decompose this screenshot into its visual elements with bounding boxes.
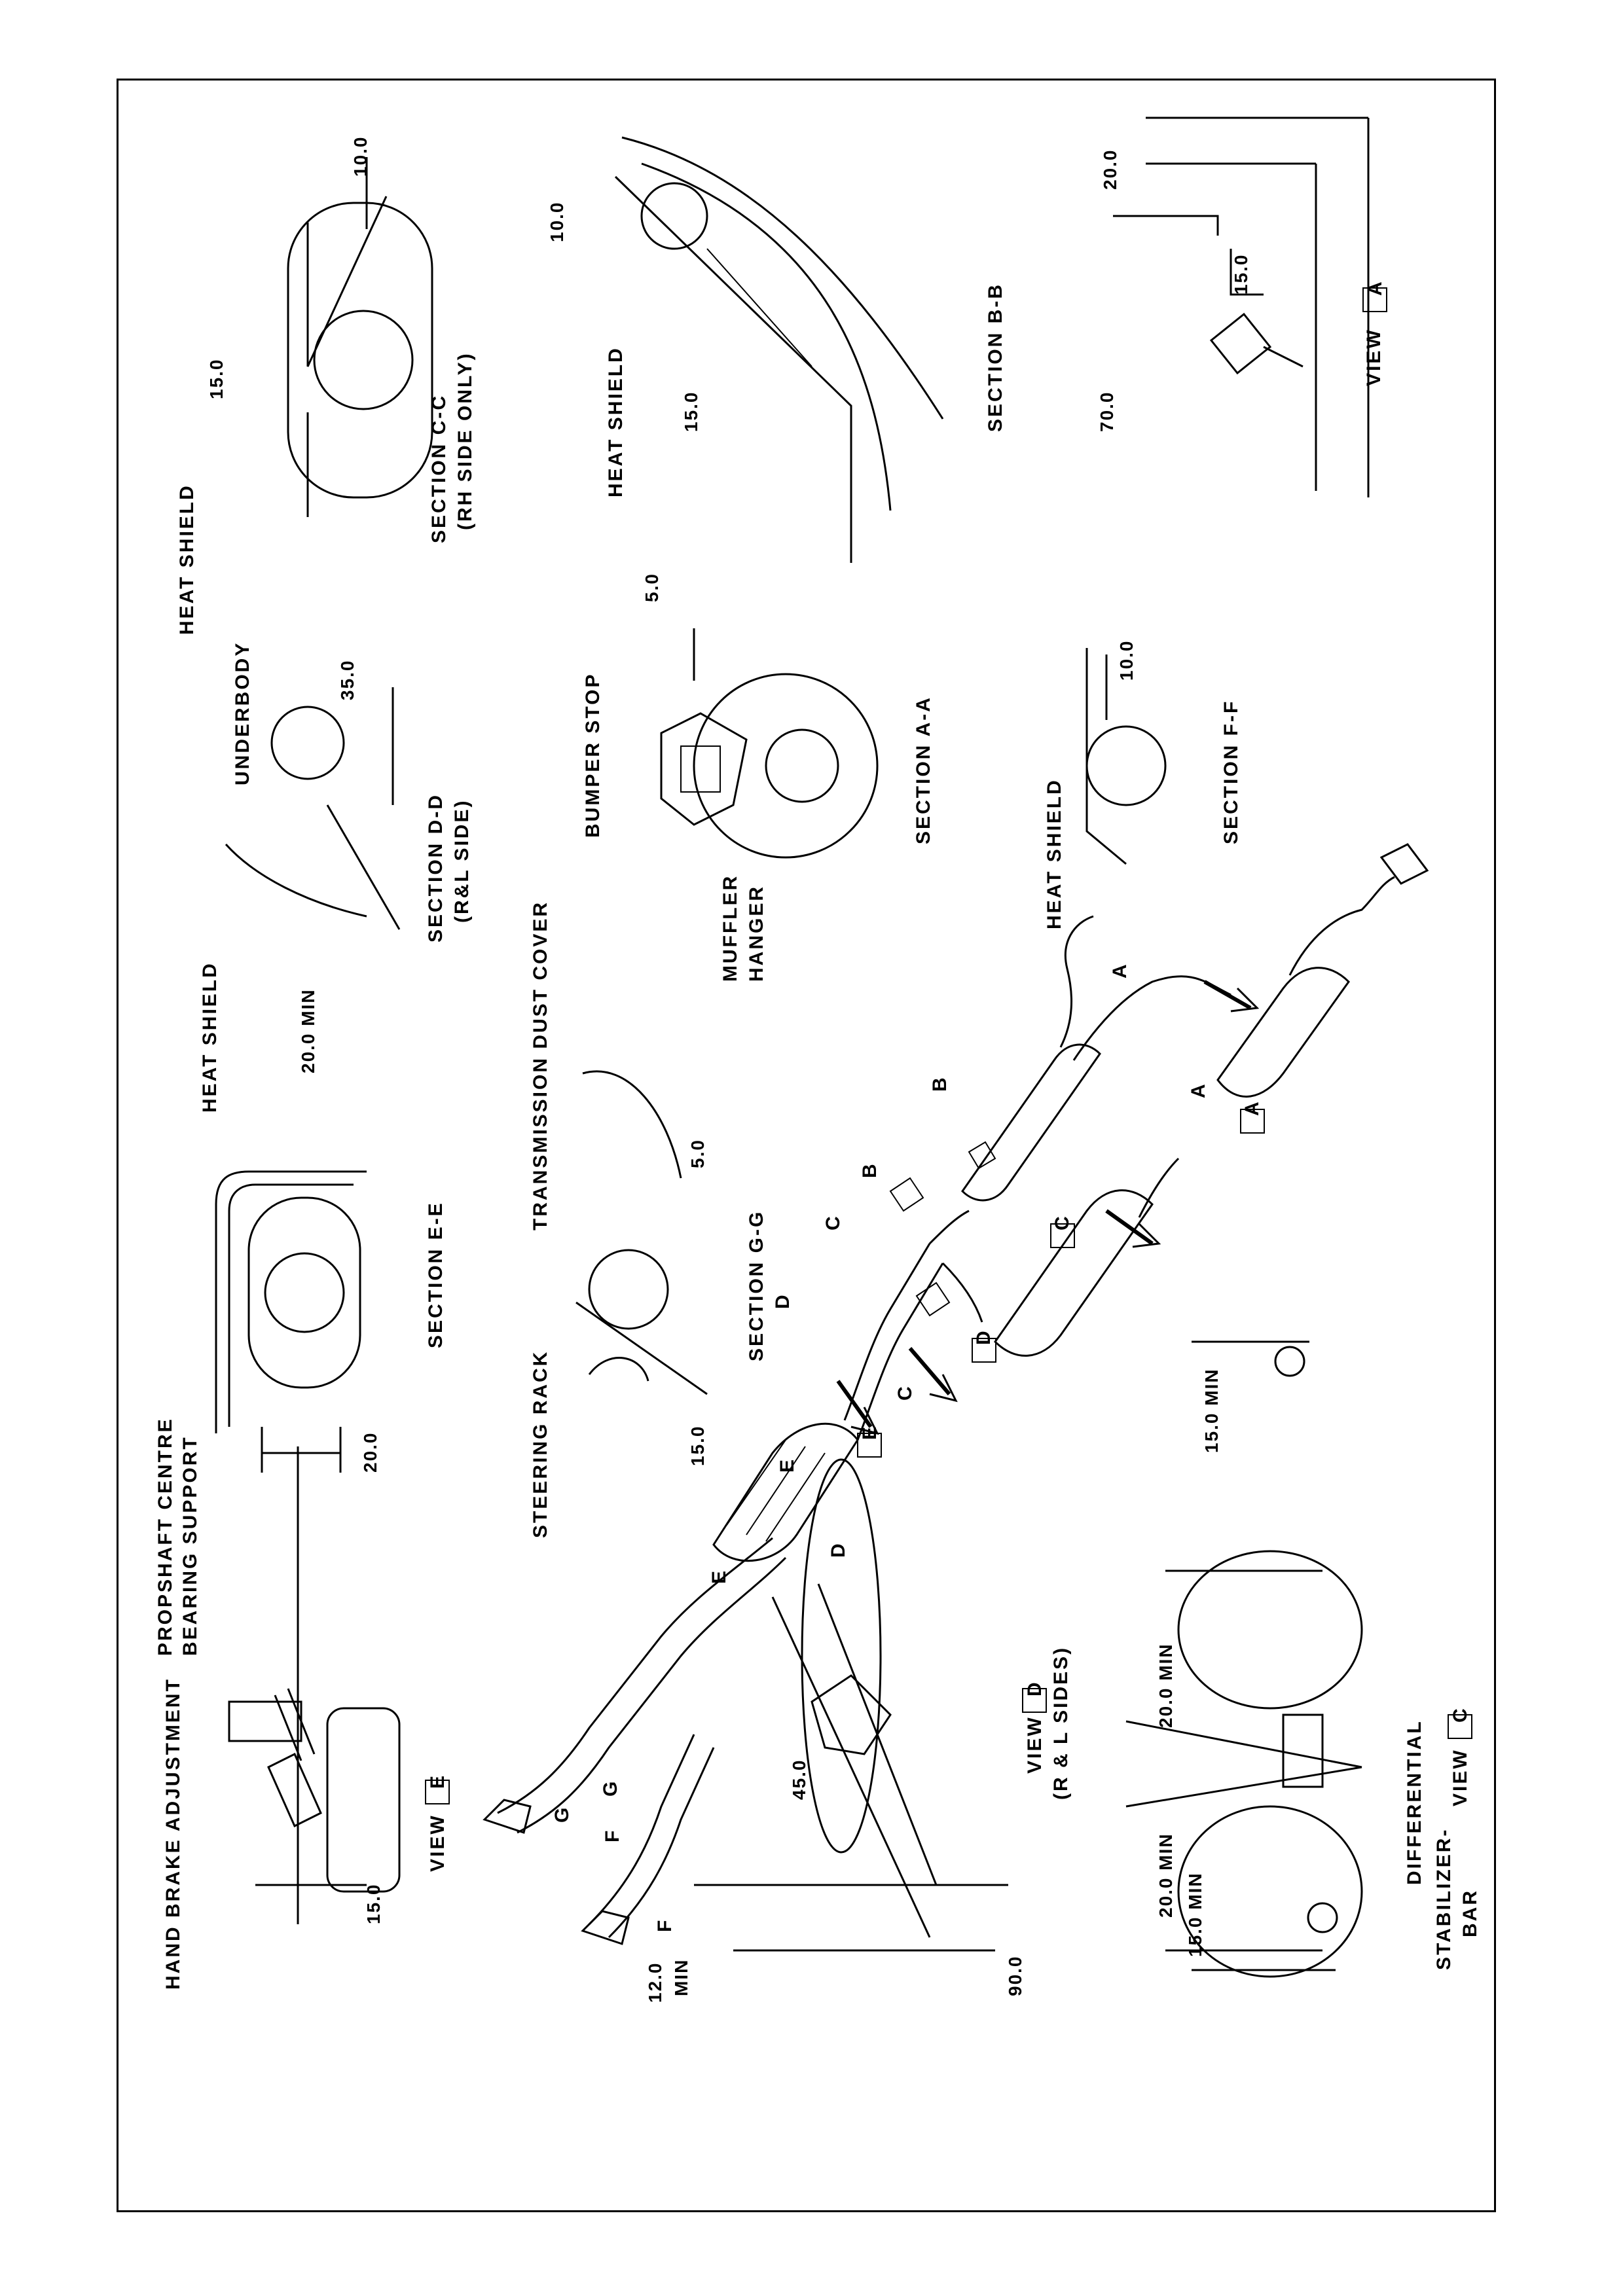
heat-shield-cc-label: HEAT SHIELD xyxy=(176,484,198,635)
view-e-box-letter: E xyxy=(427,1776,448,1789)
section-ff-title: SECTION F-F xyxy=(1220,700,1242,844)
dim-35-dd: 35.0 xyxy=(337,660,357,701)
dim-15-va: 15.0 xyxy=(1231,254,1251,295)
arrow-label-d: D xyxy=(973,1331,994,1345)
stabilizer-label-2: BAR xyxy=(1459,1889,1481,1937)
view-d-title: VIEW xyxy=(1024,1715,1046,1774)
callout-g-1: G xyxy=(551,1808,573,1823)
bumper-stop-label: BUMPER STOP xyxy=(582,673,604,838)
view-c-box-letter: C xyxy=(1450,1708,1471,1723)
dim-5-aa: 5.0 xyxy=(642,573,662,602)
callout-a-2: A xyxy=(1188,1084,1209,1098)
heat-shield-bb-label: HEAT SHIELD xyxy=(605,346,627,497)
section-cc-title-1: SECTION C-C xyxy=(428,394,450,543)
section-dd-title-2: (R&L SIDE) xyxy=(451,799,473,923)
callout-a-1: A xyxy=(1109,964,1131,978)
section-dd-group: UNDERBODY 35.0 SECTION D-D (R&L SIDE) xyxy=(225,641,473,942)
dim-20-view-e: 20.0 xyxy=(360,1432,380,1473)
underbody-label: UNDERBODY xyxy=(232,641,253,785)
callout-g-2: G xyxy=(600,1782,621,1797)
view-d-subtitle: (R & L SIDES) xyxy=(1050,1646,1072,1800)
dim-15min-vc-top: 15.0 MIN xyxy=(1201,1368,1222,1453)
drawing-frame xyxy=(117,79,1496,2212)
muffler-hanger-label-1: MUFFLER xyxy=(720,874,741,982)
arrow-label-e: E xyxy=(859,1427,881,1440)
section-bb-group: 10.0 15.0 HEAT SHIELD SECTION B-B xyxy=(547,136,1006,563)
dim-70-va: 70.0 xyxy=(1097,391,1117,433)
dim-45-vd: 45.0 xyxy=(789,1759,809,1801)
section-bb-title: SECTION B-B xyxy=(985,283,1006,432)
dim-5-gg: 5.0 xyxy=(687,1139,708,1168)
callout-f-1: F xyxy=(602,1831,623,1842)
dim-12-vd: 12.0 xyxy=(645,1962,665,2003)
section-ee-title: SECTION E-E xyxy=(425,1201,447,1348)
section-aa-title: SECTION A-A xyxy=(913,696,934,844)
section-cc-group: 10.0 15.0 HEAT SHIELD SECTION C-C (RH SI… xyxy=(176,136,476,636)
view-a-group: 20.0 15.0 70.0 VIEW A xyxy=(1097,117,1387,497)
dim-20-va: 20.0 xyxy=(1100,149,1120,190)
hand-brake-label: HAND BRAKE ADJUSTMENT xyxy=(162,1677,184,1990)
dim-20min-vc-bot: 20.0 MIN xyxy=(1156,1833,1176,1918)
view-c-group: 15.0 MIN 20.0 MIN 20.0 MIN 15.0 MIN DIFF… xyxy=(1125,1340,1481,1978)
dim-90-vd: 90.0 xyxy=(1005,1956,1025,1997)
callout-letters: G G F F E E D D C C B B A A D E C A xyxy=(551,964,1265,1932)
propshaft-label-2: BEARING SUPPORT xyxy=(179,1435,201,1656)
section-ff-group: 10.0 HEAT SHIELD SECTION F-F xyxy=(1044,640,1242,930)
muffler-hanger-label-2: HANGER xyxy=(746,885,767,982)
callout-b-2: B xyxy=(929,1077,951,1092)
dim-15-gg: 15.0 xyxy=(687,1426,708,1467)
section-dd-title-1: SECTION D-D xyxy=(425,793,447,942)
callout-d-1: D xyxy=(772,1295,793,1309)
section-gg-group: STEERING RACK TRANSMISSION DUST COVER 5.… xyxy=(530,901,767,1538)
section-aa-group: 5.0 BUMPER STOP MUFFLER HANGER SECTION A… xyxy=(582,573,934,982)
callout-c-2: C xyxy=(894,1386,916,1401)
dim-12-vd-min: MIN xyxy=(671,1959,691,1996)
callout-b-1: B xyxy=(859,1164,881,1178)
dim-10-cc: 10.0 xyxy=(350,136,371,177)
view-c-title: VIEW xyxy=(1450,1748,1471,1806)
differential-label: DIFFERENTIAL xyxy=(1404,1719,1425,1885)
dim-15min-vc-bot: 15.0 MIN xyxy=(1185,1872,1205,1957)
view-d-box-letter: D xyxy=(1024,1682,1046,1696)
section-cc-title-2: (RH SIDE ONLY) xyxy=(454,351,476,530)
view-d-group: 45.0 12.0 MIN 90.0 VIEW D (R & L SIDES) xyxy=(645,1458,1072,2003)
dim-15-cc: 15.0 xyxy=(206,359,227,400)
propshaft-label-1: PROPSHAFT CENTRE xyxy=(155,1417,176,1656)
transmission-dust-cover-label: TRANSMISSION DUST COVER xyxy=(530,901,551,1230)
dim-20min-ee: 20.0 MIN xyxy=(298,988,318,1073)
stabilizer-label-1: STABILIZER- xyxy=(1433,1828,1455,1970)
callout-d-2: D xyxy=(828,1543,849,1558)
dim-20min-vc-top: 20.0 MIN xyxy=(1156,1643,1176,1728)
arrow-label-c: C xyxy=(1051,1216,1073,1230)
arrow-label-a: A xyxy=(1241,1102,1263,1116)
heat-shield-ee-label: HEAT SHIELD xyxy=(199,961,221,1113)
dim-10-bb: 10.0 xyxy=(547,202,567,243)
exhaust-system xyxy=(483,843,1429,1945)
callout-f-2: F xyxy=(654,1920,676,1932)
section-gg-title: SECTION G-G xyxy=(746,1210,767,1361)
steering-rack-label: STEERING RACK xyxy=(530,1350,551,1538)
dim-15-view-e: 15.0 xyxy=(363,1884,384,1925)
view-a-title: VIEW xyxy=(1363,328,1385,386)
callout-e-1: E xyxy=(708,1571,730,1584)
view-a-box-letter: A xyxy=(1364,281,1386,296)
callout-e-2: E xyxy=(776,1460,798,1473)
callout-c-1: C xyxy=(822,1216,844,1230)
view-e-group: HAND BRAKE ADJUSTMENT PROPSHAFT CENTRE B… xyxy=(155,1417,450,1990)
section-ee-group: HEAT SHIELD 20.0 MIN SECTION E-E xyxy=(199,961,447,1433)
dim-15-bb: 15.0 xyxy=(681,391,701,433)
dim-10-ff: 10.0 xyxy=(1116,640,1137,681)
view-e-title: VIEW xyxy=(427,1814,448,1872)
heat-shield-ff-label: HEAT SHIELD xyxy=(1044,778,1065,929)
